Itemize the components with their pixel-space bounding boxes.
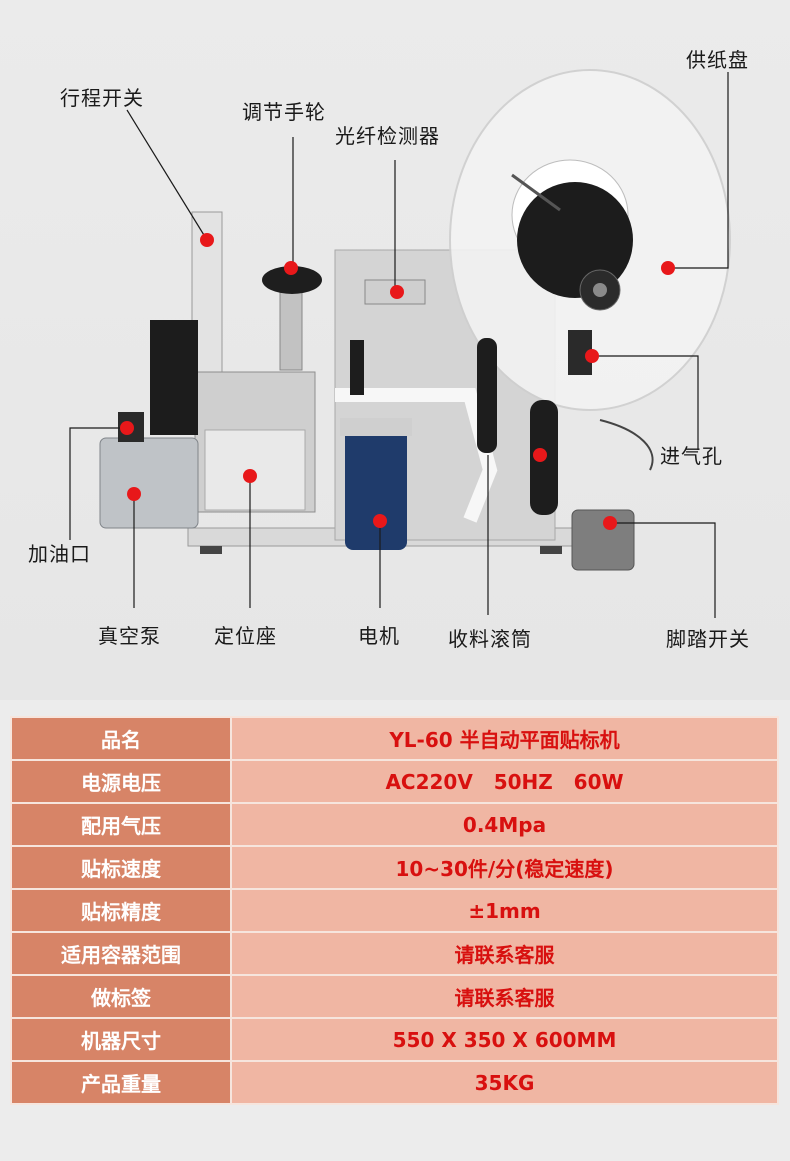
spec-value: ±1mm xyxy=(230,888,779,933)
table-row: 产品重量 35KG xyxy=(10,1060,779,1105)
marker-dot xyxy=(127,487,141,501)
spec-value: YL-60 半自动平面贴标机 xyxy=(230,716,779,761)
handwheel-column xyxy=(279,289,303,371)
marker-dot xyxy=(390,285,404,299)
label-take-up-roller: 收料滚筒 xyxy=(448,627,532,651)
spec-value: 550 X 350 X 600MM xyxy=(230,1017,779,1062)
label-travel-switch: 行程开关 xyxy=(60,86,144,110)
base-foot xyxy=(200,546,222,554)
vacuum-pump-body xyxy=(99,437,199,529)
spec-key: 电源电压 xyxy=(10,759,232,804)
table-row: 配用气压 0.4Mpa xyxy=(10,802,779,847)
foot-switch-shape xyxy=(571,509,635,571)
spec-key: 做标签 xyxy=(10,974,232,1019)
foot-switch-cable xyxy=(599,419,654,471)
spec-value: 请联系客服 xyxy=(230,931,779,976)
reel-hub xyxy=(517,182,633,298)
spec-value: 35KG xyxy=(230,1060,779,1105)
spec-value: AC220V 50HZ 60W xyxy=(230,759,779,804)
spec-key: 贴标精度 xyxy=(10,888,232,933)
table-row: 适用容器范围 请联系客服 xyxy=(10,931,779,976)
spec-table: 品名 YL-60 半自动平面贴标机 电源电压 AC220V 50HZ 60W 配… xyxy=(10,716,779,1105)
table-row: 做标签 请联系客服 xyxy=(10,974,779,1019)
spec-key: 产品重量 xyxy=(10,1060,232,1105)
label-air-inlet: 进气孔 xyxy=(660,444,723,468)
spec-key: 品名 xyxy=(10,716,232,761)
reel-bearing xyxy=(593,283,607,297)
spec-value: 0.4Mpa xyxy=(230,802,779,847)
pump-motor xyxy=(150,320,198,435)
marker-dot xyxy=(120,421,134,435)
motor-flange xyxy=(340,418,412,436)
marker-dot xyxy=(533,448,547,462)
marker-dot xyxy=(373,514,387,528)
spec-value: 10~30件/分(稳定速度) xyxy=(230,845,779,890)
motor-body xyxy=(345,418,407,550)
marker-dot xyxy=(661,261,675,275)
positioning-plate xyxy=(204,429,306,511)
marker-dot xyxy=(200,233,214,247)
base-foot xyxy=(540,546,562,554)
spec-value: 请联系客服 xyxy=(230,974,779,1019)
marker-dot xyxy=(585,349,599,363)
label-paper-supply-reel: 供纸盘 xyxy=(686,48,749,72)
marker-dot xyxy=(284,261,298,275)
label-positioning-seat: 定位座 xyxy=(214,624,277,648)
label-vacuum-pump: 真空泵 xyxy=(98,624,161,648)
reel-arm xyxy=(511,173,561,212)
spec-key: 适用容器范围 xyxy=(10,931,232,976)
machine-illustration xyxy=(69,69,731,618)
table-row: 品名 YL-60 半自动平面贴标机 xyxy=(10,716,779,761)
feed-roller xyxy=(350,340,364,395)
table-row: 贴标精度 ±1mm xyxy=(10,888,779,933)
label-foot-switch: 脚踏开关 xyxy=(666,627,750,651)
leader-lines xyxy=(69,72,729,618)
spec-key: 配用气压 xyxy=(10,802,232,847)
label-adjust-handwheel: 调节手轮 xyxy=(242,100,326,124)
label-oil-filler: 加油口 xyxy=(28,542,91,566)
marker-dot xyxy=(603,516,617,530)
handwheel-shape xyxy=(262,266,322,294)
guide-roller xyxy=(477,338,497,453)
spec-key: 贴标速度 xyxy=(10,845,232,890)
label-motor: 电机 xyxy=(358,624,400,648)
table-row: 贴标速度 10~30件/分(稳定速度) xyxy=(10,845,779,890)
callout-markers xyxy=(120,233,675,530)
product-photo: 行程开关 调节手轮 光纤检测器 供纸盘 进气孔 加油口 真空泵 定位座 电机 收… xyxy=(0,0,790,700)
marker-dot xyxy=(243,469,257,483)
table-row: 机器尺寸 550 X 350 X 600MM xyxy=(10,1017,779,1062)
spec-key: 机器尺寸 xyxy=(10,1017,232,1062)
table-row: 电源电压 AC220V 50HZ 60W xyxy=(10,759,779,804)
label-optical-sensor: 光纤检测器 xyxy=(335,124,440,148)
